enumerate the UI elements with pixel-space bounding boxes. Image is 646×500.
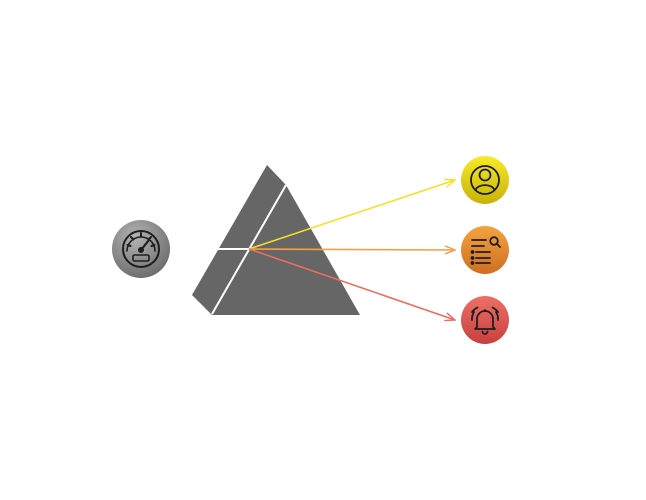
output-node-list-search (461, 226, 509, 274)
speedometer-icon (122, 230, 160, 268)
output-node-user (461, 156, 509, 204)
user-profile-icon (470, 165, 500, 195)
source-node (112, 220, 170, 278)
beam-list-search (248, 249, 455, 250)
output-node-alarm (461, 296, 509, 344)
beam-alarm (248, 248, 455, 320)
alarm-bell-icon (471, 306, 499, 335)
list-search-icon (470, 236, 501, 265)
output-circle (461, 226, 509, 274)
beam-user (248, 180, 455, 250)
output-circle (461, 296, 509, 344)
